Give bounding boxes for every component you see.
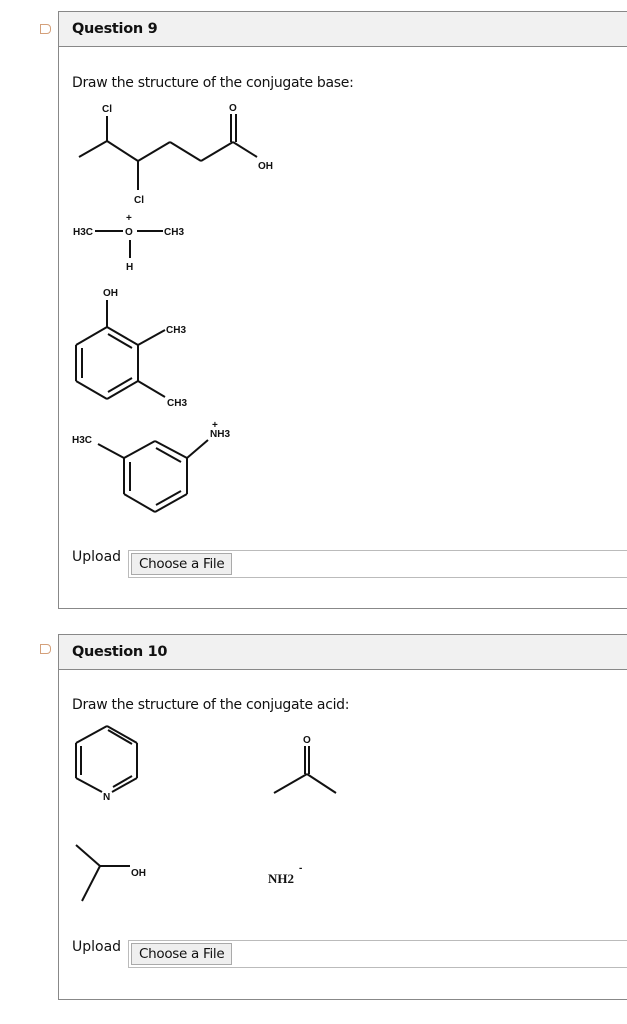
question-10-prompt: Draw the structure of the conjugate acid… [72, 697, 350, 713]
flag-icon[interactable] [40, 644, 51, 654]
question-9-prompt: Draw the structure of the conjugate base… [72, 75, 354, 91]
upload-label: Upload [72, 939, 122, 955]
question-9-title: Question 9 [59, 12, 627, 47]
file-upload-input[interactable]: Choose a File [128, 550, 627, 578]
flag-icon[interactable] [40, 24, 51, 34]
choose-file-button[interactable]: Choose a File [131, 943, 233, 965]
file-upload-input[interactable]: Choose a File [128, 940, 627, 968]
question-10-panel: Question 10 Draw the structure of the co… [58, 634, 627, 1000]
question-10-title: Question 10 [59, 635, 627, 670]
question-9-panel: Question 9 Draw the structure of the con… [58, 11, 627, 609]
upload-label: Upload [72, 549, 122, 565]
choose-file-button[interactable]: Choose a File [131, 553, 233, 575]
